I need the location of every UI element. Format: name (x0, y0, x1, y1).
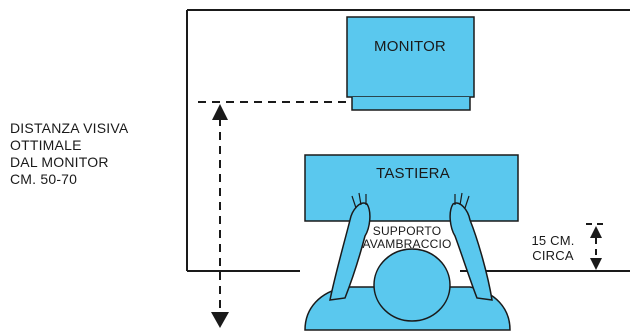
right-fingers (454, 192, 470, 209)
right-arm (449, 202, 493, 301)
edge-distance-guide (586, 223, 606, 260)
left-fingers (351, 192, 367, 209)
keyboard-shape (304, 154, 519, 222)
desk-outline (186, 9, 630, 272)
monitor-shape (346, 16, 475, 98)
viewing-distance-line-4: CM. 50-70 (10, 171, 78, 187)
monitor-label: MONITOR (374, 38, 446, 55)
edge-distance-line-2: CIRCA (532, 248, 574, 263)
forearm-support-line-1: SUPPORTO (372, 224, 442, 238)
edge-distance-arrow-top (590, 226, 602, 238)
viewing-distance-guide (198, 101, 347, 315)
viewing-distance-label: DISTANZA VISIVA OTTIMALE DAL MONITOR CM.… (10, 120, 180, 188)
viewing-distance-line-3: DAL MONITOR (10, 154, 109, 170)
edge-distance-label: 15 CM. CIRCA (518, 233, 588, 263)
head (373, 248, 451, 322)
forearm-support-label: SUPPORTO AVAMBRACCIO (352, 225, 462, 251)
edge-distance-line-1: 15 CM. (531, 233, 575, 248)
left-arm (329, 202, 371, 301)
viewing-distance-arrow-bottom (211, 312, 229, 328)
keyboard-label: TASTIERA (376, 165, 450, 182)
monitor-base (351, 97, 471, 111)
edge-distance-arrow-bottom (590, 258, 602, 270)
viewing-distance-arrow-top (212, 104, 228, 120)
viewing-distance-line-1: DISTANZA VISIVA (10, 120, 129, 136)
viewing-distance-line-2: OTTIMALE (10, 137, 82, 153)
person-top-view (304, 192, 511, 331)
forearm-support-line-2: AVAMBRACCIO (362, 237, 452, 251)
